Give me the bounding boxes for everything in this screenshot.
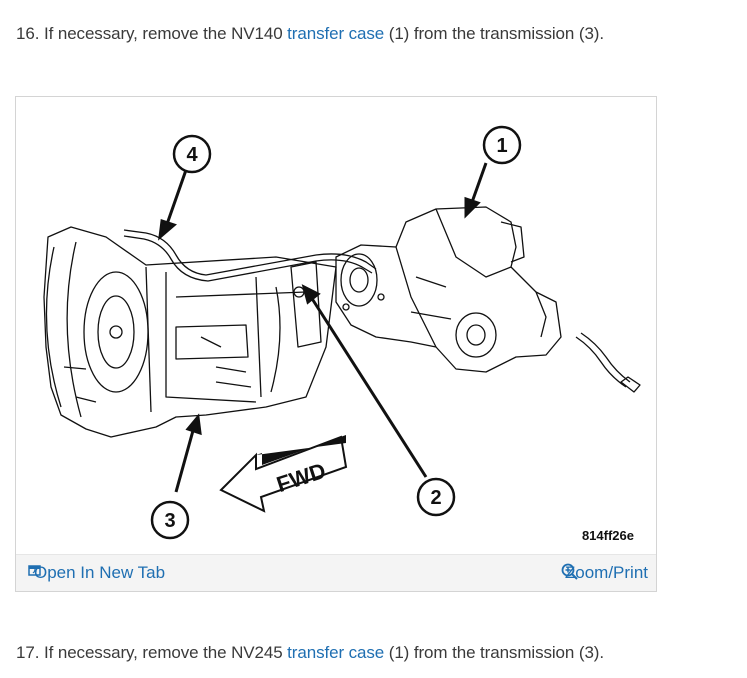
step-text-post: (1) from the transmission (3). — [384, 24, 604, 43]
figure-id: 814ff26e — [581, 528, 634, 543]
step-17: 17. If necessary, remove the NV245 trans… — [16, 643, 604, 663]
callout-1: 1 — [496, 135, 507, 157]
zoom-print-link[interactable]: Zoom/Print — [561, 563, 648, 583]
callout-4: 4 — [186, 144, 198, 166]
open-in-new-tab-label: Open In New Tab — [34, 563, 166, 582]
transfer-case-link[interactable]: transfer case — [287, 24, 385, 43]
transfer-case-link[interactable]: transfer case — [287, 643, 385, 662]
step-text-pre: If necessary, remove the NV140 — [39, 24, 288, 43]
zoom-print-label: Zoom/Print — [564, 563, 648, 582]
open-in-new-tab-link[interactable]: Open In New Tab — [28, 563, 165, 583]
step-number: 17. — [16, 643, 40, 662]
figure-footer: Open In New Tab Zoom/Print — [16, 554, 656, 591]
step-text-pre: If necessary, remove the NV245 — [39, 643, 288, 662]
vent-tube — [123, 229, 377, 276]
fwd-arrow: FWD — [219, 435, 348, 513]
transmission-diagram: 4 1 2 3 FWD — [43, 125, 641, 540]
callout-2: 2 — [430, 487, 441, 509]
step-number: 16. — [16, 24, 40, 43]
transfer-case-outline — [335, 206, 562, 373]
step-text-post: (1) from the transmission (3). — [384, 643, 604, 662]
transmission-outline — [43, 226, 337, 438]
step-16: 16. If necessary, remove the NV140 trans… — [16, 24, 604, 44]
callout-3: 3 — [164, 510, 175, 532]
figure-container: 4 1 2 3 FWD 814ff26e Open In New Tab Zoo… — [15, 96, 657, 592]
